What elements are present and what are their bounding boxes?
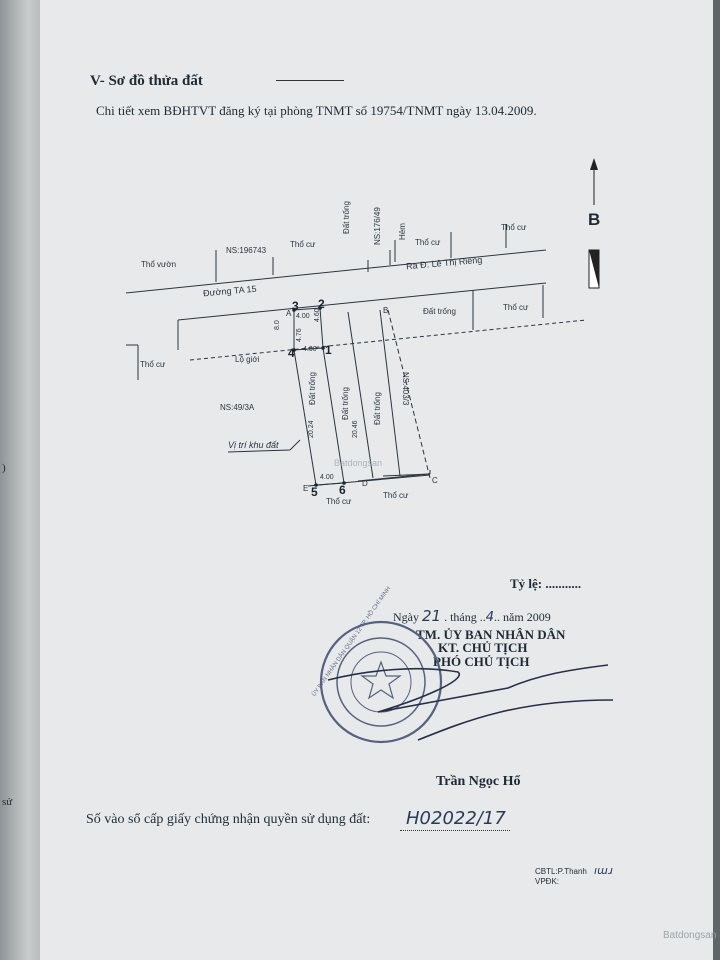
label-tho-cu-bottom1: Thổ cư	[326, 497, 352, 506]
north-arrow	[588, 158, 600, 289]
label-tho-cu-1: Thổ cư	[290, 240, 316, 249]
signer-name: Trần Ngọc Hổ	[436, 774, 521, 789]
registration-value: H02022/17	[406, 808, 506, 829]
point-5: 5	[311, 485, 318, 499]
label-vi-tri: Vị trí khu đất	[228, 440, 279, 450]
dash-line	[276, 80, 344, 81]
footer-initials: ıɯɹ	[594, 864, 613, 877]
north-letter: B	[588, 210, 601, 229]
point-2: 2	[318, 297, 325, 311]
point-6: 6	[339, 483, 346, 497]
letter-c: C	[432, 476, 438, 485]
stamp-text: ỦY BAN NHÂN DÂN QUẬN 12 TP. HỒ CHÍ MINH	[311, 585, 393, 698]
dim-400-top: 4.00	[296, 313, 310, 320]
official-stamp	[319, 620, 614, 744]
label-lo-gioi: Lộ giới	[235, 355, 260, 364]
letter-a: A	[286, 309, 292, 318]
date-month-label: tháng	[450, 610, 477, 624]
point-4: 4	[288, 346, 295, 360]
dim-400-mid: 4.00	[303, 346, 317, 353]
sign-line1: TM. ỦY BAN NHÂN DÂN	[416, 627, 566, 642]
date-month: 4	[485, 610, 495, 625]
point-3: 3	[292, 299, 299, 313]
footer-line1: CBTL:P.Thanh	[535, 867, 587, 876]
letter-d: D	[362, 479, 368, 488]
site-plan	[125, 224, 587, 487]
letter-e: E	[303, 484, 309, 493]
dim-400-bot: 4.00	[320, 474, 334, 481]
label-tho-cu-2: Thổ cư	[415, 238, 441, 247]
label-tho-cu-3: Thổ cư	[501, 223, 527, 232]
label-tho-cu-4: Thổ cư	[503, 303, 529, 312]
margin-mark-o: )	[2, 462, 6, 474]
margin-mark-su: sử	[2, 796, 13, 808]
sign-line3: PHÓ CHỦ TỊCH	[433, 654, 530, 669]
registration-dots	[400, 830, 510, 831]
section-title: V- Sơ đồ thửa đất	[90, 73, 203, 89]
point-1: 1	[325, 343, 332, 357]
footer-line2: VPĐK:	[535, 877, 560, 886]
watermark-center: Batdongsan	[334, 458, 383, 468]
registration-label: Số vào sổ cấp giấy chứng nhận quyền sử d…	[86, 812, 371, 827]
label-ns-196743: NS:196743	[226, 246, 267, 255]
section-detail: Chi tiết xem BĐHTVT đăng ký tại phòng TN…	[96, 103, 537, 118]
watermark-corner: Batdongsan	[663, 930, 717, 941]
date-day: 21	[422, 607, 442, 625]
label-tho-cu-bottom2: Thổ cư	[383, 491, 409, 500]
sign-line2: KT. CHỦ TỊCH	[438, 640, 528, 655]
date-prefix: Ngày	[393, 610, 419, 624]
label-ns-49: NS:49/3A	[220, 403, 255, 412]
label-tho-cu-left: Thổ cư	[140, 360, 166, 369]
date-year: năm 2009	[503, 610, 551, 624]
date-line: Ngày 21 . tháng ..4.. năm 2009	[393, 607, 551, 625]
label-dat-trong-right: Đất trống	[423, 307, 456, 316]
label-tho-vuon: Thổ vườn	[141, 260, 177, 269]
scale-label: Tỷ lệ: ...........	[510, 576, 582, 591]
letter-b: B	[383, 306, 389, 315]
